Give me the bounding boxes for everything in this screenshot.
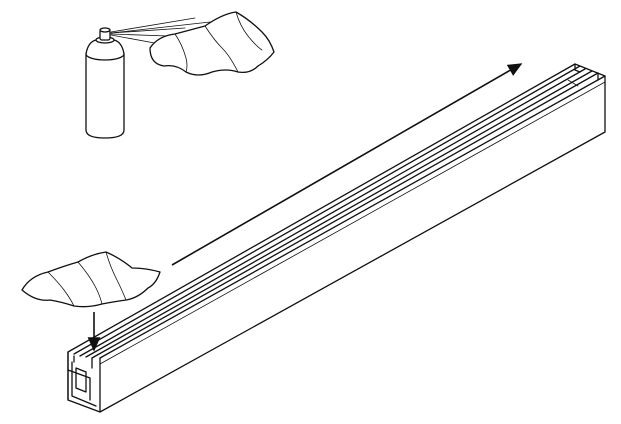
rail-profile-icon [67, 63, 606, 413]
cleaning-cloth-bottom-icon [21, 251, 161, 308]
cleaning-cloth-top-icon [149, 11, 275, 76]
spray-can-icon [85, 17, 211, 139]
wipe-direction-arrow [171, 63, 523, 266]
